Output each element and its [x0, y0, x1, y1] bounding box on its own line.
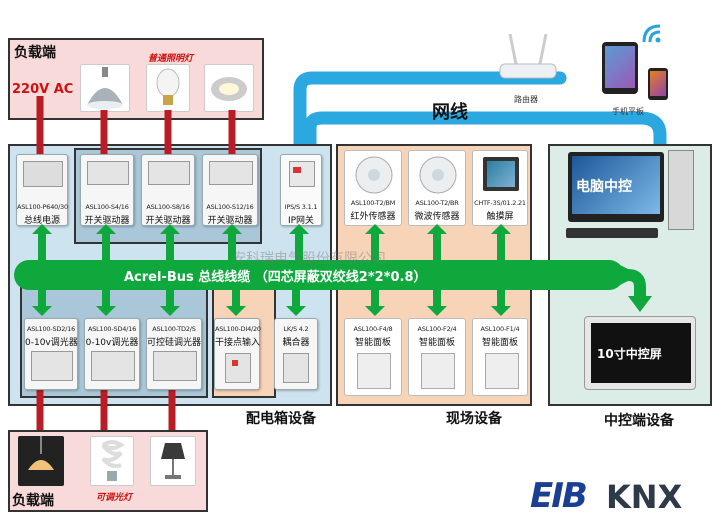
wifi-icon: [640, 22, 668, 46]
smart-panel-f2-model: ASL100-F2/4: [417, 325, 457, 333]
cfl-lamp-image: [90, 436, 134, 486]
router-caption: 路由器: [514, 95, 538, 104]
bus-label: Acrel-Bus 总线线缆 （四芯屏蔽双绞线2*2*0.8）: [124, 270, 427, 285]
ip-gateway: IPS/S 3.1.1 IP网关: [280, 154, 322, 226]
load-title-bottom: 负载端: [12, 493, 54, 509]
bus-watermark: 安科瑞电气股份有限公司: [232, 251, 386, 267]
field-sensor-box-2: ASL100-T2/BR 微波传感器: [408, 150, 466, 226]
field-label: 现场设备: [446, 411, 502, 427]
lamp-label-bottom: 可调光灯: [96, 493, 133, 503]
touchscreen-name: 触摸屏: [486, 212, 514, 222]
switch-actuator-s12: ASL100-S12/16 开关驱动器: [202, 154, 258, 226]
pc-label: 电脑中控: [576, 179, 632, 195]
pc-keyboard: [566, 228, 658, 238]
dry-contact-input: ASL100-DI4/20 干接点输入: [214, 318, 261, 390]
smart-panel-f4-name: 智能面板: [354, 338, 391, 348]
eib-logo: EIB: [530, 476, 588, 516]
smart-panel-f4-model: ASL100-F4/8: [353, 325, 393, 333]
infrared-sensor-name: 红外传感器: [350, 212, 396, 222]
smart-panel-f1-name: 智能面板: [481, 338, 518, 348]
touchscreen-model: CHTF-3S/01.2.21: [474, 199, 526, 207]
dimmer-sd2: ASL100-SD2/16 0-10v调光器: [24, 318, 78, 390]
dimmer-sd4: ASL100-SD4/16 0-10v调光器: [84, 318, 140, 390]
smart-panel-f2-name: 智能面板: [418, 338, 455, 348]
table-lamp-image: [150, 436, 196, 486]
screen-label: 10寸中控屏: [597, 347, 662, 361]
highbay-lamp-image: [80, 64, 130, 112]
infrared-sensor-model: ASL100-T2/BM: [350, 199, 396, 207]
lamp-label-top: 普通照明灯: [148, 54, 194, 64]
switch-actuator-s4: ASL100-S4/16 开关驱动器: [80, 154, 134, 226]
smart-panel-f1-model: ASL100-F1/4: [480, 325, 520, 333]
switch-actuator-s8: ASL100-S8/16 开关驱动器: [141, 154, 195, 226]
pc-tower: [668, 150, 694, 230]
microwave-sensor-name: 微波传感器: [414, 212, 460, 222]
tablet-icon: [602, 42, 638, 94]
field-panel-box-3: ASL100-F1/4 智能面板: [472, 318, 528, 396]
thyristor-dimmer: ASL100-TD2/S 可控硅调光器: [146, 318, 202, 390]
load-title-top: 负载端: [14, 45, 56, 61]
bus-power-supply: ASL100-P640/30 总线电源: [16, 154, 68, 226]
knx-logo: KNX: [606, 478, 683, 516]
control-screen: 10寸中控屏: [584, 316, 696, 390]
router-icon: [496, 28, 560, 86]
phone-icon: [648, 68, 668, 100]
control-label: 中控端设备: [604, 413, 674, 429]
field-sensor-box-3: CHTF-3S/01.2.21 触摸屏: [472, 150, 528, 226]
field-panel-box-1: ASL100-F4/8 智能面板: [344, 318, 402, 396]
field-sensor-box-1: ASL100-T2/BM 红外传感器: [344, 150, 402, 226]
mobile-caption: 手机平板: [612, 107, 644, 116]
voltage-label: 220V AC: [12, 82, 74, 97]
cabinet-label: 配电箱设备: [246, 411, 316, 427]
field-panel-box-2: ASL100-F2/4 智能面板: [408, 318, 466, 396]
network-label: 网线: [432, 102, 468, 123]
line-coupler: LK/S 4.2 耦合器: [274, 318, 318, 390]
pc-monitor: 电脑中控: [568, 152, 664, 222]
pendant-lamp-image: [18, 436, 64, 486]
microwave-sensor-model: ASL100-T2/BR: [415, 199, 459, 207]
